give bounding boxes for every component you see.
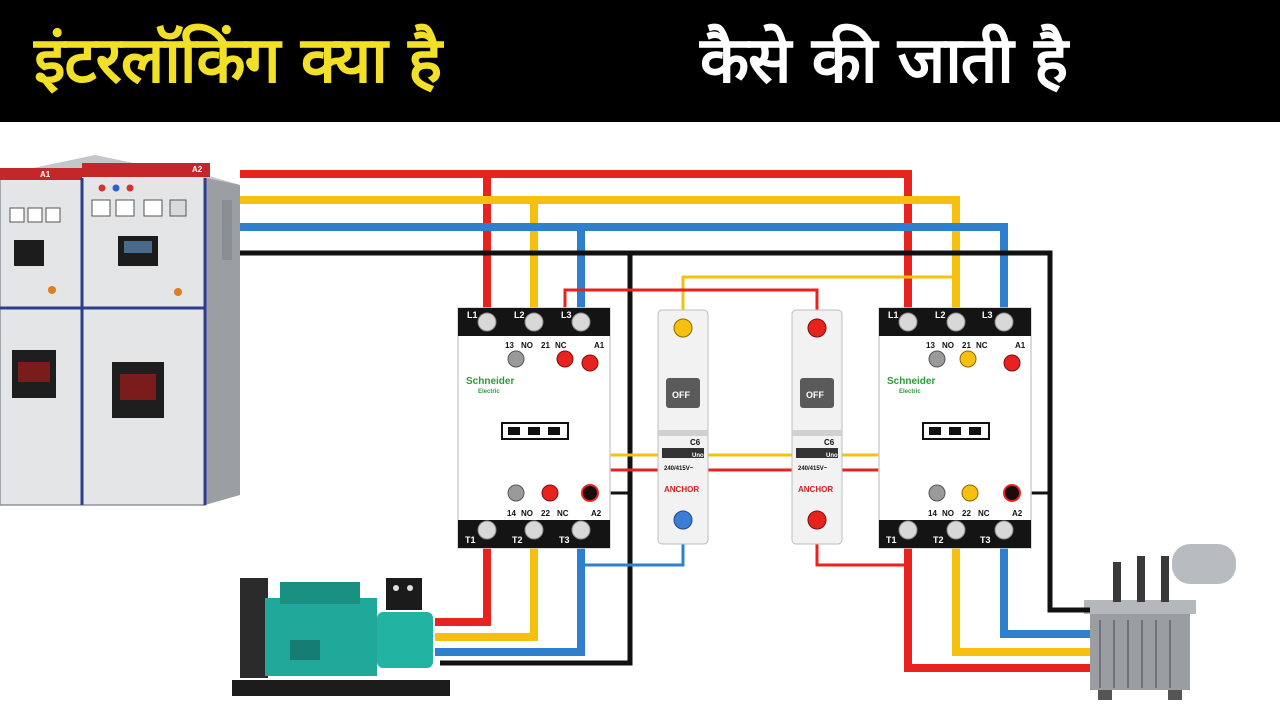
label-13: 13 — [505, 341, 514, 350]
label-nc: NC — [976, 341, 988, 350]
label-22: 22 — [962, 509, 971, 518]
label-t2: T2 — [512, 535, 523, 545]
mcb-model: Uno — [826, 453, 838, 459]
title-hindi-white: कैसे की जाती है — [700, 24, 1068, 98]
label-l1: L1 — [888, 310, 899, 320]
label-14: 14 — [507, 509, 516, 518]
label-13: 13 — [926, 341, 935, 350]
label-l3: L3 — [561, 310, 572, 320]
mcb-spec: 240/415V~ — [798, 466, 828, 472]
label-21: 21 — [962, 341, 971, 350]
schneider-electric: Electric — [899, 389, 921, 395]
label-14: 14 — [928, 509, 937, 518]
mcb-state: OFF — [672, 390, 690, 400]
control-panel: A1 A2 — [0, 155, 240, 506]
label-a1: A1 — [594, 341, 605, 350]
schneider-logo: Schneider — [887, 376, 935, 387]
label-a2: A2 — [591, 509, 602, 518]
panel-label-a1: A1 — [40, 170, 51, 179]
title-hindi-yellow: इंटरलॉकिंग क्या है — [34, 24, 442, 98]
label-nc: NC — [555, 341, 567, 350]
label-l3: L3 — [982, 310, 993, 320]
label-21: 21 — [541, 341, 550, 350]
schneider-logo: Schneider — [466, 376, 514, 387]
label-t1: T1 — [886, 535, 897, 545]
label-nc2: NC — [557, 509, 569, 518]
mcb-left: OFF C6 Uno 240/415V~ ANCHOR — [657, 309, 709, 545]
label-t3: T3 — [980, 535, 991, 545]
label-a2: A2 — [1012, 509, 1023, 518]
label-no2: NO — [942, 509, 954, 518]
label-l2: L2 — [935, 310, 946, 320]
mcb-spec: 240/415V~ — [664, 466, 694, 472]
transformer — [1084, 544, 1236, 700]
mcb-rating: C6 — [824, 438, 835, 447]
wiring-diagram: A1 A2 — [0, 122, 1280, 720]
label-no: NO — [521, 341, 533, 350]
label-a1: A1 — [1015, 341, 1026, 350]
mcb-brand: ANCHOR — [798, 485, 833, 494]
panel-label-a2: A2 — [192, 165, 203, 174]
label-22: 22 — [541, 509, 550, 518]
contactor-right: L1 L2 L3 13 NO 21 NC A1 Schneider Electr… — [878, 307, 1032, 549]
wiring-diagram-svg: A1 A2 — [0, 155, 1236, 700]
label-t1: T1 — [465, 535, 476, 545]
label-nc2: NC — [978, 509, 990, 518]
title-banner: इंटरलॉकिंग क्या है कैसे की जाती है — [0, 0, 1280, 122]
mcb-brand: ANCHOR — [664, 485, 699, 494]
contactor-left: L1 L2 L3 13 NO 21 NC A1 Schneider Electr… — [457, 307, 611, 549]
wire-bus-bottom — [435, 530, 1090, 672]
label-t3: T3 — [559, 535, 570, 545]
label-no2: NO — [521, 509, 533, 518]
mcb-state: OFF — [806, 390, 824, 400]
label-l2: L2 — [514, 310, 525, 320]
schneider-electric: Electric — [478, 389, 500, 395]
mcb-model: Uno — [692, 453, 704, 459]
mcb-right: OFF C6 Uno 240/415V~ ANCHOR — [791, 309, 843, 545]
mcb-rating: C6 — [690, 438, 701, 447]
label-l1: L1 — [467, 310, 478, 320]
diesel-generator — [232, 578, 450, 696]
label-no: NO — [942, 341, 954, 350]
label-t2: T2 — [933, 535, 944, 545]
